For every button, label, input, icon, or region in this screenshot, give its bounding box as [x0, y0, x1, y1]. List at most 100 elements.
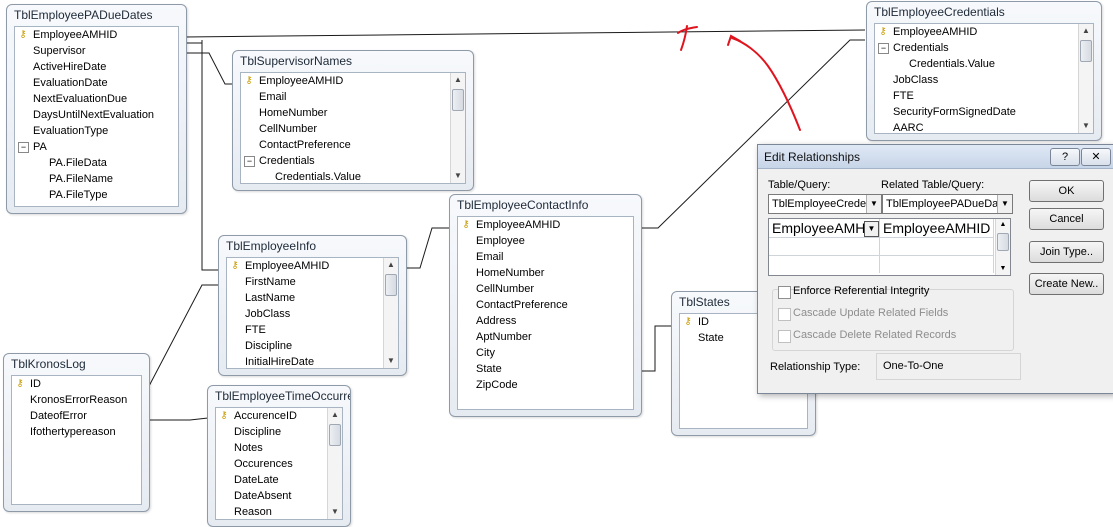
enforce-integrity-checkbox[interactable]	[778, 286, 791, 299]
table-field[interactable]: Notes	[216, 440, 342, 456]
table-field[interactable]: EvaluationDate	[15, 75, 178, 91]
table-field[interactable]: JobClass	[227, 306, 398, 322]
field-list-scrollbar[interactable]: ▲▼	[450, 73, 465, 183]
scroll-up-icon[interactable]: ▲	[454, 75, 462, 84]
collapse-toggle-icon[interactable]: −	[18, 142, 29, 153]
table-field[interactable]: ContactPreference	[458, 297, 633, 313]
cancel-button[interactable]: Cancel	[1029, 208, 1104, 230]
create-new-button[interactable]: Create New..	[1029, 273, 1104, 295]
table-field[interactable]: ⚷EmployeeAMHID	[458, 217, 633, 233]
field-list-scrollbar[interactable]: ▲▼	[383, 258, 398, 368]
table-field[interactable]: Employee	[458, 233, 633, 249]
related-table-select[interactable]: TblEmployeePADueDates ▼	[882, 194, 1013, 214]
relationship-line-kronos-info[interactable]	[147, 284, 218, 389]
table-field[interactable]: HomeNumber	[458, 265, 633, 281]
scroll-down-icon[interactable]: ▼	[454, 171, 462, 180]
scroll-down-icon[interactable]: ▼	[1082, 121, 1090, 130]
collapse-toggle-icon[interactable]: −	[878, 43, 889, 54]
table-field[interactable]: PA.FileName	[15, 171, 178, 187]
close-button[interactable]: ✕	[1081, 148, 1111, 166]
dialog-titlebar[interactable]: Edit Relationships ? ✕	[758, 145, 1113, 169]
chevron-down-icon[interactable]: ▼	[866, 195, 881, 213]
table-field[interactable]: ZipCode	[458, 377, 633, 393]
grid-scrollbar[interactable]: ▲ ▼	[995, 219, 1010, 275]
table-field[interactable]: Reason	[216, 504, 342, 519]
relationship-line-contact-states[interactable]	[640, 325, 672, 372]
table-field[interactable]: AptNumber	[458, 329, 633, 345]
empty-cell[interactable]	[880, 256, 994, 273]
field-list-scrollbar[interactable]: ▲▼	[1078, 24, 1093, 133]
table-field[interactable]: Address	[458, 313, 633, 329]
relationship-line-pa-supervisor[interactable]	[185, 52, 233, 85]
table-field[interactable]: ContactPreference	[241, 137, 465, 153]
cascade-delete-checkbox[interactable]	[778, 330, 791, 343]
table-field[interactable]: −Credentials	[875, 40, 1093, 56]
table-field[interactable]: ActiveHireDate	[15, 59, 178, 75]
table-field[interactable]: CellNumber	[241, 121, 465, 137]
table-field[interactable]: AARC	[875, 120, 1093, 133]
table-field[interactable]: Discipline	[216, 424, 342, 440]
table-field[interactable]: LastName	[227, 290, 398, 306]
table-field[interactable]: FTE	[875, 88, 1093, 104]
table-field[interactable]: SecurityFormSignedDate	[875, 104, 1093, 120]
table-tblemployeetimeoccurrences[interactable]: TblEmployeeTimeOccurrences ⚷AccurenceIDD…	[207, 385, 351, 527]
table-field[interactable]: ⚷EmployeeAMHID	[241, 73, 465, 89]
edit-relationships-dialog[interactable]: Edit Relationships ? ✕ Table/Query: Rela…	[757, 144, 1113, 394]
table-field[interactable]: State	[680, 330, 807, 346]
table-field[interactable]: −Credentials	[241, 153, 465, 169]
field-list-scrollbar[interactable]: ▲▼	[327, 408, 342, 519]
scroll-thumb[interactable]	[1080, 40, 1092, 62]
table-field[interactable]: Email	[241, 89, 465, 105]
enforce-integrity-label[interactable]: Enforce Referential Integrity	[793, 285, 930, 297]
table-field[interactable]: Supervisor	[15, 43, 178, 59]
scroll-thumb[interactable]	[997, 233, 1009, 251]
chevron-down-icon[interactable]: ▼	[864, 221, 879, 237]
table-field[interactable]: CellNumber	[458, 281, 633, 297]
table-field[interactable]: DateofError	[12, 408, 141, 424]
field-mapping-grid[interactable]: EmployeeAMHID ▼ EmployeeAMHID ▲ ▼	[768, 218, 1011, 276]
table-field[interactable]: NextEvaluationDue	[15, 91, 178, 107]
scroll-thumb[interactable]	[452, 89, 464, 111]
table-field[interactable]: −PA	[15, 139, 178, 155]
table-field[interactable]: HomeNumber	[241, 105, 465, 121]
table-field[interactable]: FTE	[227, 322, 398, 338]
empty-cell[interactable]	[769, 238, 880, 256]
cascade-update-checkbox[interactable]	[778, 308, 791, 321]
table-field[interactable]: EvaluationType	[15, 123, 178, 139]
scroll-up-icon[interactable]: ▲	[331, 410, 339, 419]
table-field[interactable]: ⚷AccurenceID	[216, 408, 342, 424]
scroll-down-icon[interactable]: ▼	[999, 265, 1007, 272]
table-field[interactable]: ⚷EmployeeAMHID	[875, 24, 1093, 40]
scroll-thumb[interactable]	[385, 274, 397, 296]
relationship-line-kronos-time[interactable]	[148, 417, 209, 421]
scroll-up-icon[interactable]: ▲	[999, 221, 1007, 228]
help-button[interactable]: ?	[1050, 148, 1080, 166]
table-tblemployeecredentials[interactable]: TblEmployeeCredentials ⚷EmployeeAMHID−Cr…	[866, 1, 1102, 141]
scroll-down-icon[interactable]: ▼	[387, 356, 395, 365]
relationship-line-pa-info[interactable]	[201, 49, 218, 271]
table-field[interactable]: Email	[458, 249, 633, 265]
scroll-thumb[interactable]	[329, 424, 341, 446]
table-field[interactable]: JobClass	[875, 72, 1093, 88]
table-field[interactable]: State	[458, 361, 633, 377]
right-field-cell[interactable]: EmployeeAMHID	[880, 219, 994, 238]
ok-button[interactable]: OK	[1029, 180, 1104, 202]
table-field[interactable]: DaysUntilNextEvaluation	[15, 107, 178, 123]
table-field[interactable]: DateLate	[216, 472, 342, 488]
empty-cell[interactable]	[880, 238, 994, 256]
relationship-line-pa-credentials[interactable]	[184, 29, 866, 38]
table-field[interactable]: Discipline	[227, 338, 398, 354]
join-type-button[interactable]: Join Type..	[1029, 241, 1104, 263]
table-field[interactable]: Credentials.Value	[241, 169, 465, 183]
table-field[interactable]: ⚷ID	[680, 314, 807, 330]
